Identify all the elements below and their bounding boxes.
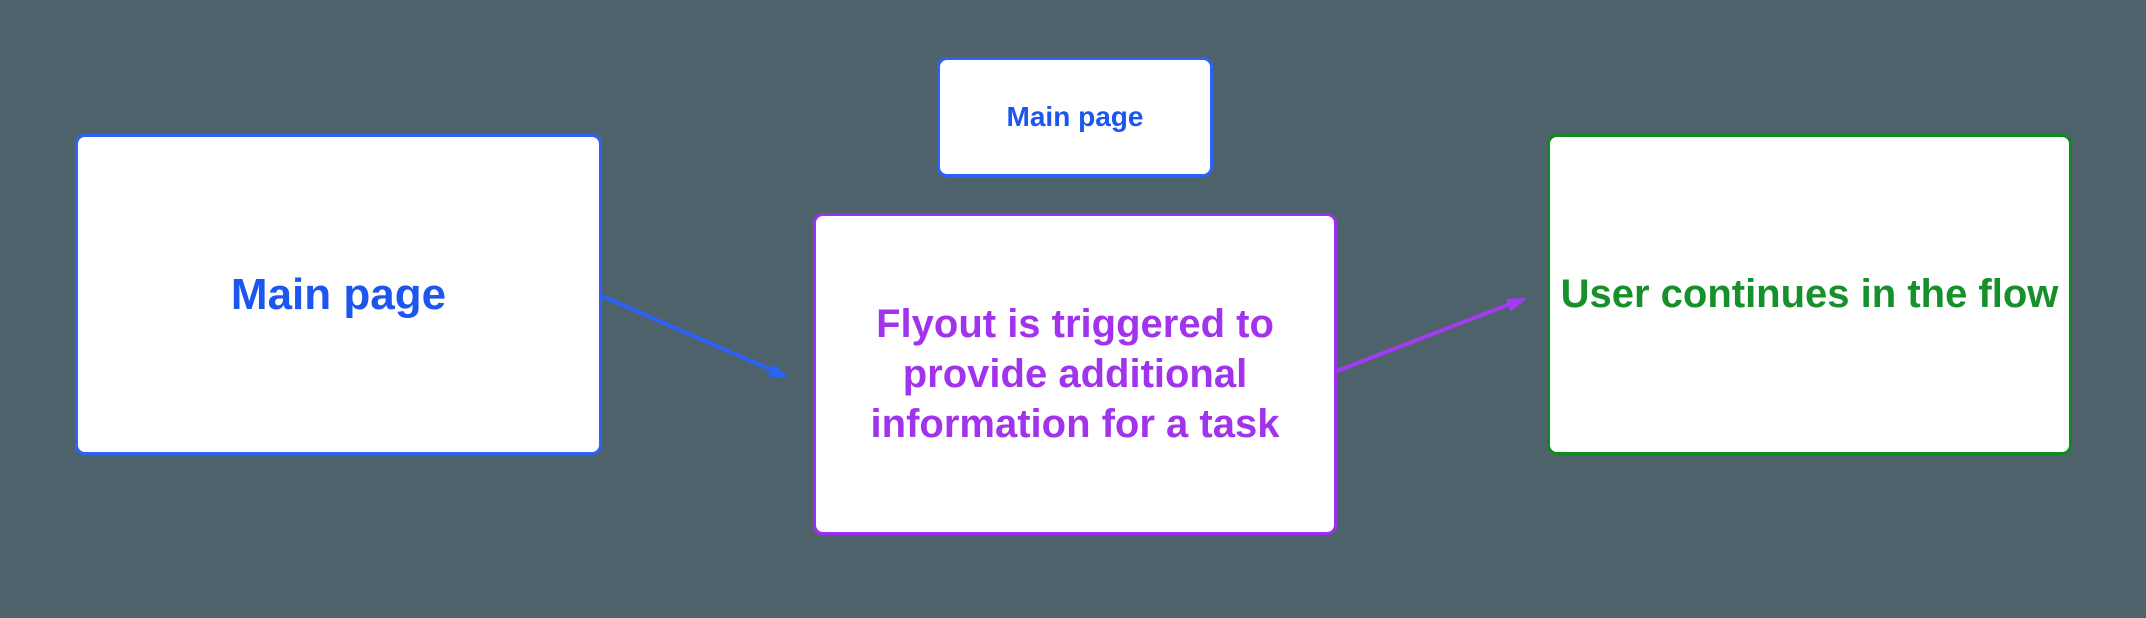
node-main-page[interactable]: Main page [75,134,602,455]
node-flyout-label-line3: information for a task [870,402,1280,446]
arrow-main-to-flyout[interactable] [600,294,789,378]
node-user-continues[interactable]: User continues in the flow [1547,134,2072,455]
arrow-flyout-to-continue[interactable] [1335,298,1527,373]
node-main-page-small[interactable]: Main page [937,57,1213,177]
node-flyout-label-line2: provide additional [902,352,1248,396]
arrow-main-to-flyout-line[interactable] [600,294,776,373]
node-main-page-small-label: Main page [1006,101,1144,132]
node-user-continues-label: User continues in the flow [1560,272,2059,316]
arrow-main-to-flyout-head [767,363,789,378]
arrow-flyout-to-continue-line[interactable] [1335,302,1512,373]
node-flyout[interactable]: Flyout is triggered to provide additiona… [813,213,1337,535]
arrow-flyout-to-continue-head [1505,298,1527,312]
node-main-page-label: Main page [230,269,447,319]
node-flyout-label-line1: Flyout is triggered to [876,302,1274,346]
